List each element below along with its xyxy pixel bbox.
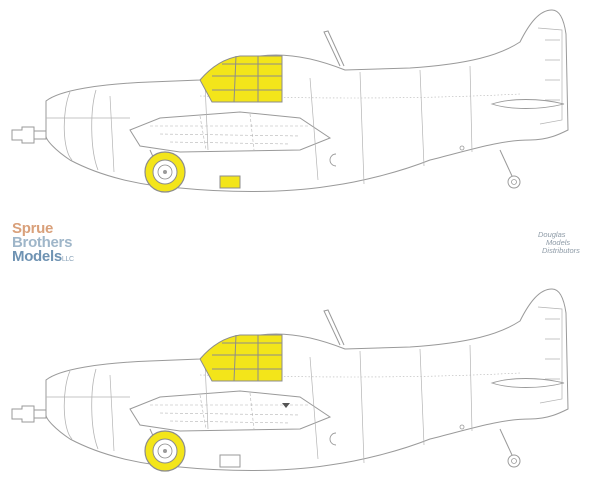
logo-line-3: ModelsLLC [12, 248, 92, 267]
top-view [11, 9, 569, 193]
dmd-line-1: Douglas [538, 230, 566, 239]
douglas-models-logo: Douglas Models Distributors [538, 231, 602, 255]
small-panel-mask [219, 175, 241, 189]
logo-line-3-text: Models [12, 248, 62, 265]
small-triangle-marker [282, 403, 290, 408]
dmd-line-3: Distributors [542, 246, 580, 255]
logo-line-2: Brothers [12, 234, 73, 251]
dmd-line-2: Models [546, 238, 571, 247]
small-panel-outline [219, 454, 241, 468]
logo-suffix: LLC [61, 256, 74, 263]
sprue-brothers-logo: Sprue Brothers ModelsLLC [12, 220, 92, 267]
logo-line-1: Sprue [12, 220, 54, 237]
bottom-view [11, 288, 569, 472]
